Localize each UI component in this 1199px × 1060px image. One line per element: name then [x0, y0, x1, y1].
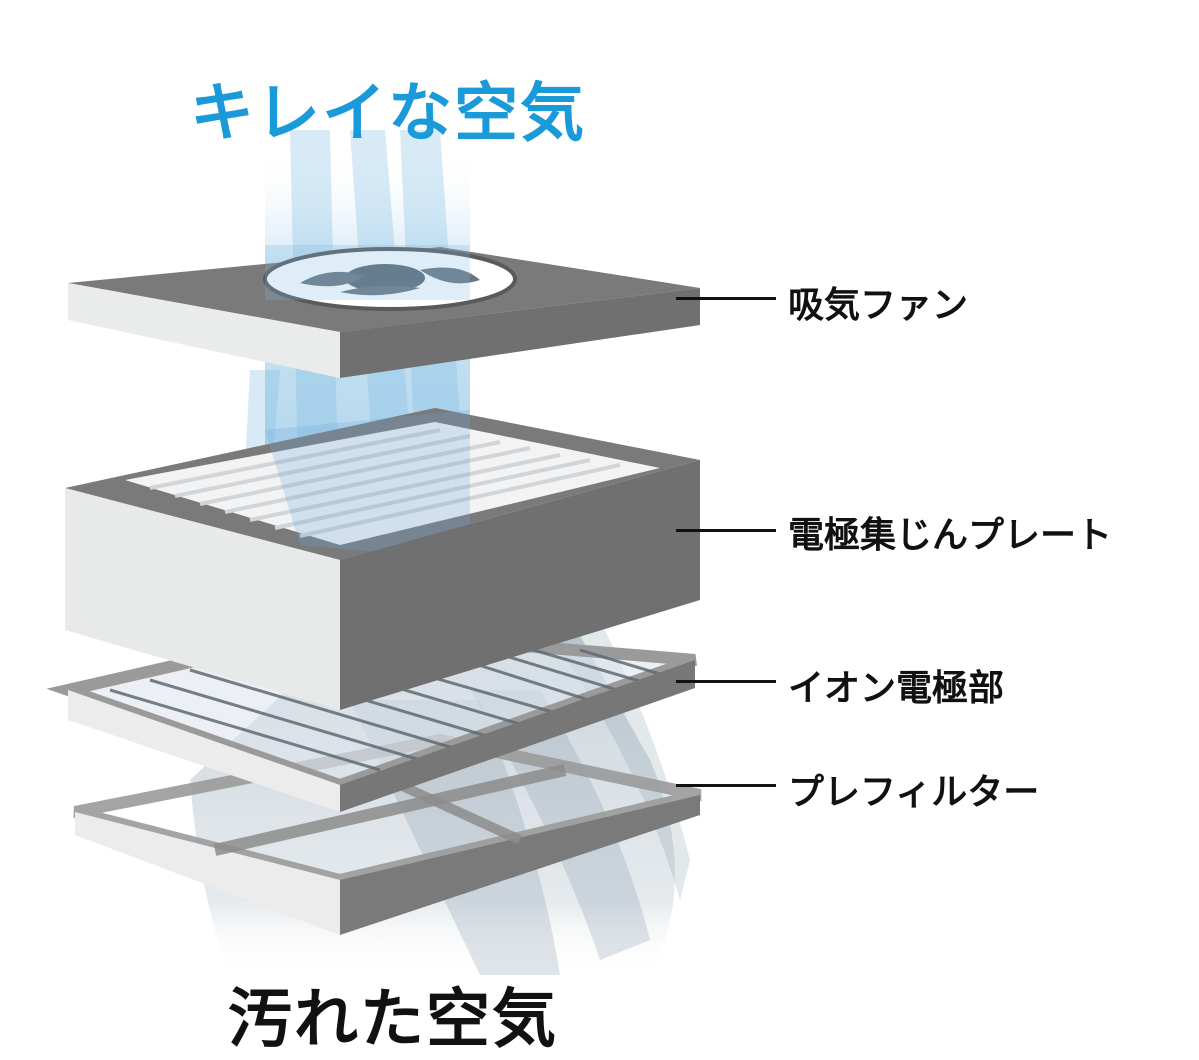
- label-prefilter: プレフィルター: [788, 772, 1040, 813]
- prefilter-frame: [73, 733, 702, 935]
- label-intake-fan: 吸気ファン: [788, 285, 969, 326]
- dirty-air-title: 汚れた空気: [228, 983, 558, 1057]
- label-electrode-collector-plate: 電極集じんプレート: [788, 515, 1113, 556]
- electrode-collector-box: [65, 408, 700, 710]
- label-ion-electrode: イオン電極部: [788, 668, 1005, 709]
- intake-fan-plate: [68, 245, 700, 378]
- leader-line-ion-electrode: [676, 680, 776, 683]
- leader-line-intake-fan: [676, 297, 776, 300]
- leader-line-prefilter: [676, 784, 776, 787]
- clean-air-title: キレイな空気: [190, 77, 586, 151]
- leader-line-electrode-collector: [676, 529, 776, 532]
